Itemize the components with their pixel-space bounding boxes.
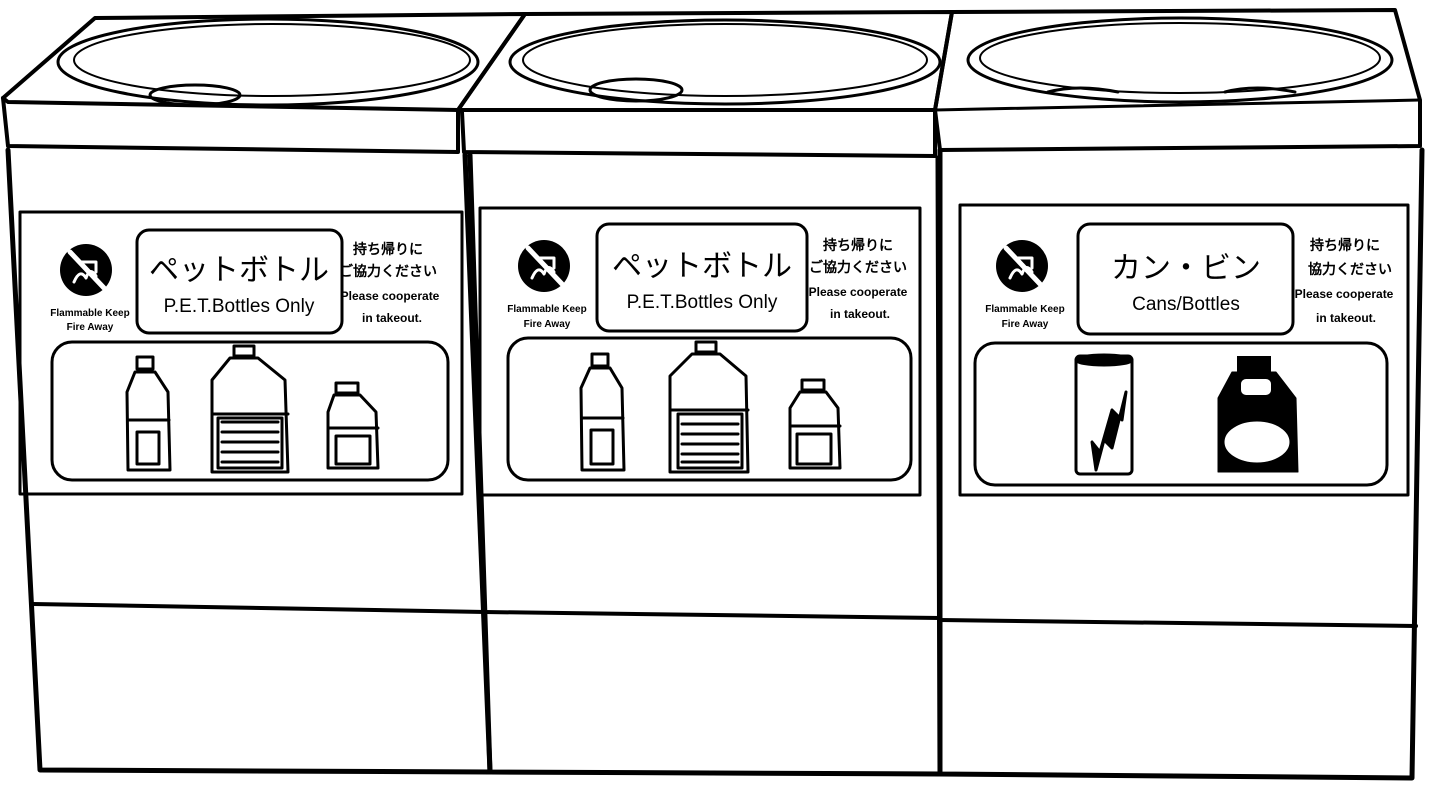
pet-bottle-icon [579, 352, 626, 472]
notice-jp-1: 持ち帰りに [1310, 237, 1380, 254]
bin-title-en: Cans/Bottles [1132, 294, 1240, 315]
can-icon [1074, 353, 1134, 476]
bin-pet-1 [1, 12, 527, 775]
bin-title-jp: カン・ビン [1111, 251, 1261, 286]
warning-label-line2: Fire Away [524, 319, 571, 330]
bin-title-en: P.E.T.Bottles Only [164, 296, 315, 317]
notice-en-2: in takeout. [362, 311, 422, 325]
title-box [595, 222, 809, 333]
pet-bottle-icon [326, 381, 380, 470]
warning-label-line2: Fire Away [1002, 319, 1049, 330]
title-box [1076, 222, 1295, 336]
warning-label-line1: Flammable Keep [985, 304, 1064, 315]
bin-cans [933, 8, 1425, 781]
title-box [135, 228, 344, 335]
bin-label-panel [18, 210, 464, 496]
notice-jp-2: ご協力ください [339, 263, 437, 280]
bin-pet-2 [456, 10, 954, 777]
notice-en-1: Please cooperate [809, 285, 908, 299]
warning-label-line1: Flammable Keep [507, 304, 586, 315]
pet-bottle-icon [125, 355, 172, 472]
notice-jp-2: 協力ください [1308, 261, 1392, 278]
no-fire-icon [518, 240, 570, 292]
notice-jp-1: 持ち帰りに [353, 241, 423, 258]
bin-label-panel [478, 206, 922, 497]
notice-en-2: in takeout. [830, 307, 890, 321]
bin-label-panel [958, 203, 1410, 497]
no-fire-icon [996, 240, 1048, 292]
notice-en-1: Please cooperate [341, 289, 440, 303]
items-panel [50, 340, 450, 482]
pet-bottle-icon [668, 340, 750, 474]
warning-label-line2: Fire Away [67, 322, 114, 333]
bin-lid [456, 10, 954, 158]
bin-title-jp: ペットボトル [149, 253, 329, 288]
notice-en-1: Please cooperate [1295, 287, 1394, 301]
bin-body [937, 147, 1425, 781]
items-panel [973, 341, 1389, 487]
no-fire-icon [60, 244, 112, 296]
bin-lid [1, 12, 527, 154]
notice-en-2: in takeout. [1316, 311, 1376, 325]
bin-title-en: P.E.T.Bottles Only [627, 292, 778, 313]
notice-jp-2: ご協力ください [809, 259, 907, 276]
warning-label-line1: Flammable Keep [50, 308, 129, 319]
pet-bottle-icon [788, 378, 842, 470]
notice-jp-1: 持ち帰りに [823, 237, 893, 254]
items-panel [506, 336, 913, 482]
glass-bottle-icon [1217, 356, 1299, 473]
bin-lid [933, 8, 1422, 152]
pet-bottle-icon [210, 344, 290, 474]
bin-title-jp: ペットボトル [612, 249, 792, 284]
